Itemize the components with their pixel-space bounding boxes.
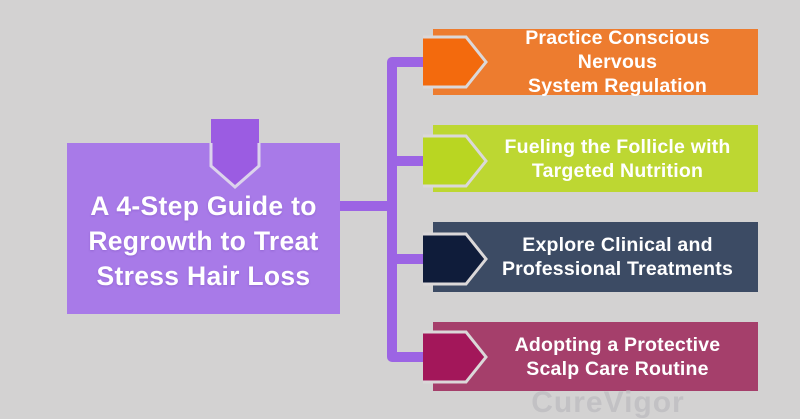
connector-trunk <box>387 57 430 362</box>
title-box-bg <box>67 143 340 314</box>
title-down-arrow-outline <box>209 143 261 189</box>
step-3-label-line-2: Professional Treatments <box>501 258 734 280</box>
title-line-1: A 4-Step Guide to <box>90 191 317 221</box>
step-4-label-line-1: Adopting a Protective <box>514 333 721 356</box>
step-3-arrow-icon <box>423 234 486 284</box>
step-2-bar <box>433 125 758 192</box>
step-1-arrow-icon <box>423 37 486 87</box>
step-2-arrow-outline <box>423 134 488 188</box>
step-2-label-line-1: Fueling the Follicle with <box>504 135 731 158</box>
watermark: CureVigor <box>531 386 685 419</box>
step-4-label-line-2: Scalp Care Routine <box>526 357 709 380</box>
step-1-arrow-outline <box>423 35 488 89</box>
step-1-label-line-1: Practice Conscious Nervous <box>525 27 710 73</box>
step-4-arrow-outline <box>423 330 488 384</box>
title-down-arrow-icon <box>211 119 259 187</box>
step-2-label-line-2: Targeted Nutrition <box>531 159 704 182</box>
step-4-arrow-icon <box>423 332 486 382</box>
connector-lines <box>340 57 430 362</box>
step-3-arrow-outline <box>423 232 488 286</box>
step-2-label: Fueling the Follicle with Targeted Nutri… <box>433 125 758 192</box>
step-3-label: Explore Clinical and Professional Treatm… <box>433 222 758 292</box>
title-line-2: Regrowth to Treat <box>88 226 319 256</box>
step-2-arrow-icon <box>423 136 486 186</box>
step-4-label: Adopting a Protective Scalp Care Routine <box>433 322 758 391</box>
step-3-label-line-1: Explore Clinical and <box>522 234 713 256</box>
step-1-label-line-2: System Regulation <box>528 75 707 97</box>
step-1-label: Practice Conscious Nervous System Regula… <box>433 27 758 97</box>
title-line-3: Stress Hair Loss <box>96 261 311 291</box>
title: A 4-Step Guide to Regrowth to Treat Stre… <box>67 143 340 314</box>
step-3-bar <box>433 222 758 292</box>
